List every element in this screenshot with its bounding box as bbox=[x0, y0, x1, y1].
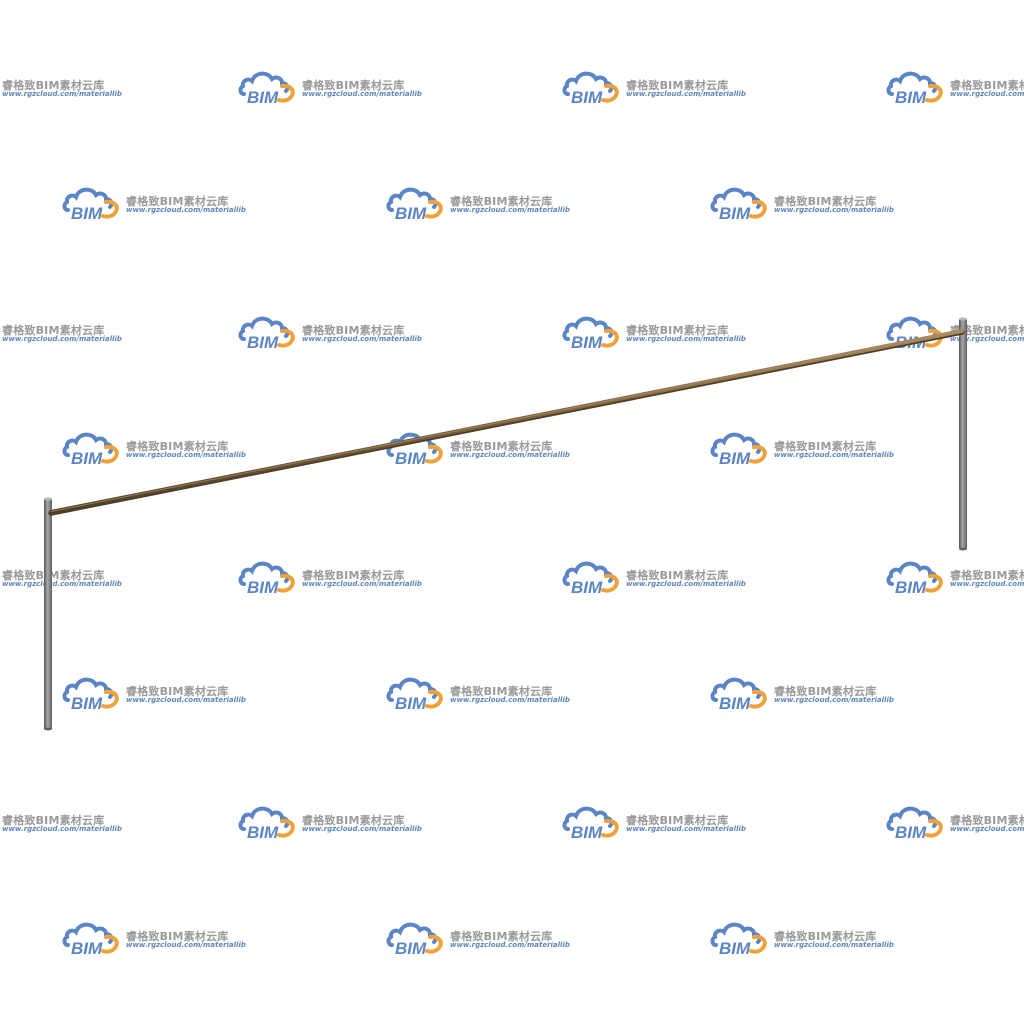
top-rail bbox=[48, 329, 965, 516]
left-post bbox=[44, 497, 52, 731]
right-post bbox=[959, 317, 967, 551]
